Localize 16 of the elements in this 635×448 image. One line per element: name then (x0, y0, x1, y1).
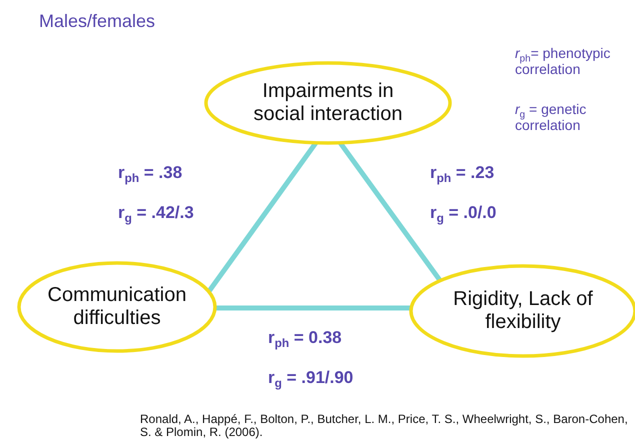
correlation-value: r$_{ph}$ = .38 (118, 163, 182, 183)
connector-line (214, 306, 412, 310)
title: Males/females (39, 11, 156, 32)
correlation-value: r$_{g}$ = .42/.3 (118, 203, 194, 223)
citation: Ronald, A., Happé, F., Bolton, P., Butcher, L. M., Price, T. S., Wheelwright, S., Baron-Cohen, S. & Plomin, R. (2006). (140, 413, 629, 439)
node-label: Communication difficulties (46, 284, 188, 330)
node-label: Impairments in social interaction (252, 80, 404, 126)
correlation-value: r$_{g}$ = .91/.90 (268, 368, 354, 388)
ellipse-node (203, 60, 453, 146)
correlation-value: r$_{ph}$ = .23 (430, 163, 494, 183)
correlation-value: r$_{ph}$ = 0.38 (268, 328, 342, 348)
ellipse-node (16, 260, 218, 354)
node-label: Rigidity, Lack of flexibility (452, 288, 594, 334)
correlation-value: r$_{g}$ = .0/.0 (430, 203, 496, 223)
legend-note: r$_{g}$ = genetic correlation (515, 101, 588, 133)
legend-note: r$_{ph}$= phenotypic correlation (515, 45, 612, 77)
